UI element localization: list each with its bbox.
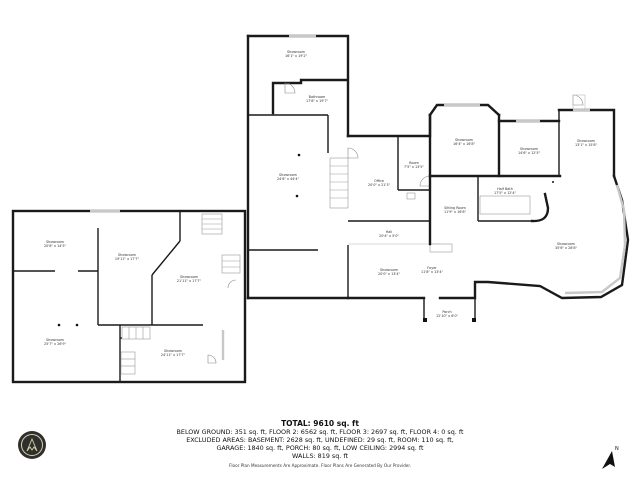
room-name: Showroom bbox=[577, 139, 596, 143]
room-name: Showroom bbox=[118, 253, 137, 257]
room-dimensions: 20'4" x 5'0" bbox=[379, 234, 399, 238]
room-dimensions: 20'0" x 21'3" bbox=[368, 183, 391, 187]
excluded-areas: EXCLUDED AREAS: BASEMENT: 2628 sq. ft, U… bbox=[186, 436, 454, 444]
room-name: Sitting Room bbox=[444, 206, 466, 210]
room-name: Showroom bbox=[520, 147, 539, 151]
right-wing bbox=[423, 94, 630, 322]
room-dimensions: 13'1" x 15'8" bbox=[575, 143, 598, 147]
center-wing bbox=[246, 34, 350, 300]
room-name: Hall bbox=[386, 230, 393, 234]
room-name: Showroom bbox=[164, 349, 183, 353]
compass-label: N bbox=[615, 446, 619, 452]
room-name: Showroom bbox=[46, 240, 65, 244]
room-dimensions: 16'1" x 19'2" bbox=[285, 54, 308, 58]
disclaimer: Floor Plan Measurements Are Approximate.… bbox=[228, 463, 412, 468]
room-dimensions: 20'8" x 14'5" bbox=[44, 244, 67, 248]
total-area: TOTAL: 9610 sq. ft bbox=[281, 419, 359, 428]
room-dimensions: 20'0" x 13'4" bbox=[378, 272, 401, 276]
room-name: Office bbox=[374, 179, 384, 183]
room-dimensions: 17'5" x 12'4" bbox=[494, 191, 517, 195]
room-dimensions: 21'11" x 17'7" bbox=[177, 279, 202, 283]
room-dimensions: 24'11" x 17'7" bbox=[161, 353, 186, 357]
room-dimensions: 24'6" x 44'4" bbox=[277, 177, 300, 181]
room-dimensions: 16'4" x 16'8" bbox=[453, 142, 476, 146]
left-wing bbox=[11, 209, 247, 384]
room-name: Showroom bbox=[455, 138, 474, 142]
room-dimensions: 12'10" x 6'0" bbox=[436, 314, 459, 318]
room-dimensions: 7'5" x 13'5" bbox=[404, 165, 424, 169]
wolf-head-icon bbox=[18, 431, 46, 459]
room-name: Bathroom bbox=[309, 95, 326, 99]
room-name: Porch bbox=[442, 310, 451, 314]
room-dimensions: 17'8" x 19'7" bbox=[306, 99, 329, 103]
room-name: Showroom bbox=[287, 50, 306, 54]
room-dimensions: 14'6" x 12'5" bbox=[518, 151, 541, 155]
room-name: Showroom bbox=[557, 242, 576, 246]
room-dimensions: 11'9" x 16'8" bbox=[444, 210, 467, 214]
walls-area: WALLS: 819 sq. ft bbox=[291, 452, 349, 460]
room-name: Showroom bbox=[380, 268, 399, 272]
room-name: Room bbox=[409, 161, 419, 165]
room-name: Foyer bbox=[427, 266, 437, 270]
room-dimensions: 35'6" x 28'8" bbox=[555, 246, 578, 250]
other-areas: GARAGE: 1840 sq. ft, PORCH: 80 sq. ft, L… bbox=[216, 444, 424, 452]
north-arrow-icon: N bbox=[598, 443, 622, 473]
room-name: Showroom bbox=[279, 173, 298, 177]
room-dimensions: 25'7" x 26'9" bbox=[44, 342, 67, 346]
room-dimensions: 11'8" x 13'4" bbox=[421, 270, 444, 274]
room-name: Half Bath bbox=[497, 187, 513, 191]
room-dimensions: 19'11" x 17'7" bbox=[115, 257, 140, 261]
room-name: Showroom bbox=[180, 275, 199, 279]
floor-areas: BELOW GROUND: 351 sq. ft, FLOOR 2: 6562 … bbox=[176, 428, 464, 436]
room-name: Showroom bbox=[46, 338, 65, 342]
